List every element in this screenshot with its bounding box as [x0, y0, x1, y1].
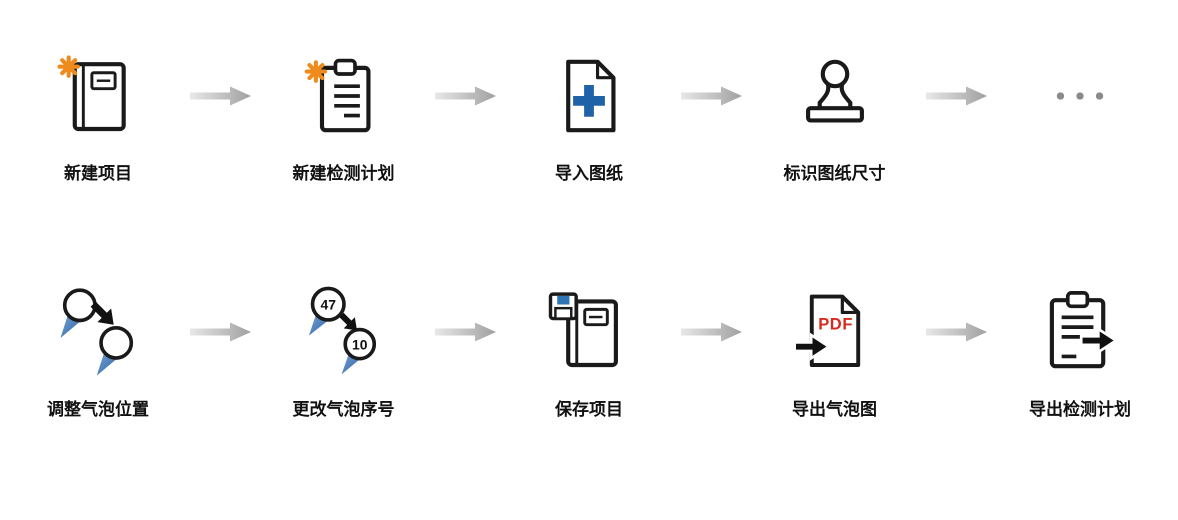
plus-icon [573, 85, 605, 117]
asterisk-icon [57, 55, 80, 78]
renumber-bubble-icon: 47 10 [298, 278, 390, 386]
stamp-icon [791, 42, 879, 150]
bubble-number-from: 47 [320, 297, 336, 313]
step-label: 标识图纸尺寸 [783, 164, 886, 183]
step-label: 导出气泡图 [792, 400, 877, 419]
step-label: 更改气泡序号 [292, 400, 395, 419]
bubble-number-to: 10 [352, 336, 368, 352]
workflow-row-2: 调整气泡位置 47 10 更改气泡序号 [0, 186, 1178, 422]
step-label: 保存项目 [555, 400, 623, 419]
flow-arrow-icon [911, 278, 1005, 386]
pdf-label: PDF [818, 316, 853, 334]
export-arrow-icon [792, 332, 831, 361]
step-label: 新建项目 [64, 164, 132, 183]
step-new-inspection-plan: 新建检测计划 [268, 42, 420, 186]
step-save-project: 保存项目 [513, 278, 665, 422]
export-plan-icon [1036, 278, 1124, 386]
flow-arrow-icon [665, 278, 759, 386]
step-new-project: 新建项目 [22, 42, 174, 186]
ellipsis-icon [1036, 42, 1124, 150]
flow-arrow-icon [174, 42, 268, 150]
step-adjust-bubble-position: 调整气泡位置 [22, 278, 174, 422]
export-arrow-icon [1079, 326, 1119, 355]
flow-arrow-icon [911, 42, 1005, 150]
adjust-bubble-icon [52, 278, 144, 386]
step-label: 调整气泡位置 [47, 400, 149, 419]
flow-arrow-icon [420, 42, 514, 150]
step-label: 导入图纸 [555, 164, 623, 183]
step-export-bubble-drawing: PDF 导出气泡图 [759, 278, 911, 422]
import-drawing-icon [545, 42, 633, 150]
workflow-row-1: 新建项目 [0, 0, 1178, 186]
asterisk-icon [304, 60, 327, 83]
new-project-icon [54, 42, 142, 150]
step-label: 导出检测计划 [1029, 400, 1131, 419]
save-project-icon [545, 278, 633, 386]
flow-arrow-icon [174, 278, 268, 386]
step-export-inspection-plan: 导出检测计划 [1004, 278, 1156, 422]
step-mark-drawing-size: 标识图纸尺寸 [759, 42, 911, 186]
flow-arrow-icon [665, 42, 759, 150]
step-import-drawing: 导入图纸 [513, 42, 665, 186]
export-pdf-icon: PDF [791, 278, 879, 386]
move-arrow-icon [90, 301, 114, 325]
new-inspection-plan-icon [300, 42, 388, 150]
step-change-bubble-number: 47 10 更改气泡序号 [268, 278, 420, 422]
floppy-disk-icon [548, 292, 578, 321]
step-more [1004, 42, 1156, 186]
move-arrow-icon [338, 312, 357, 331]
step-label: 新建检测计划 [292, 164, 395, 183]
flow-arrow-icon [420, 278, 514, 386]
